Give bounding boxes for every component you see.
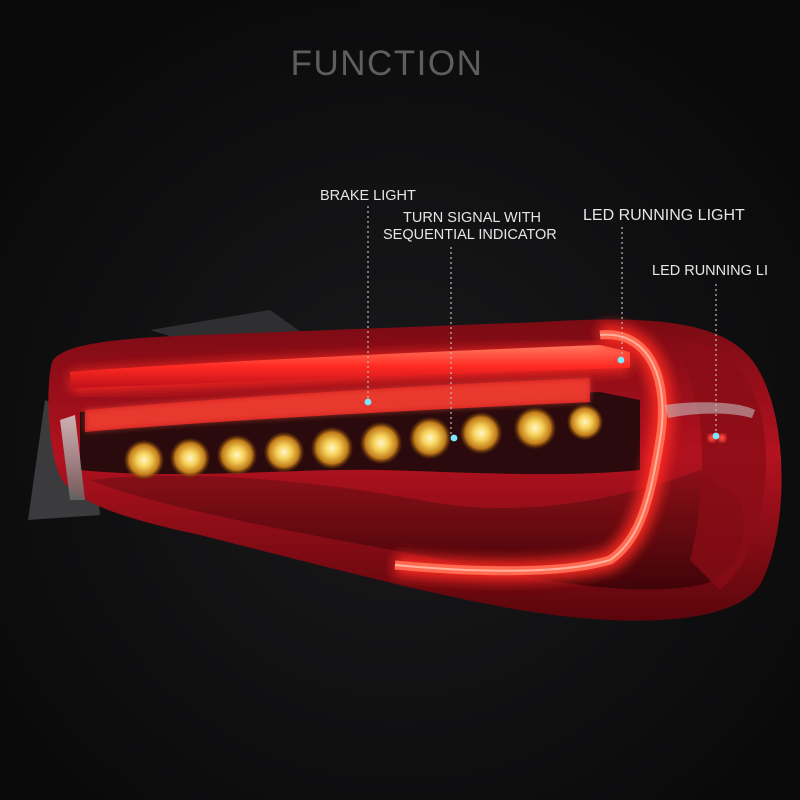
amber-led-row (124, 404, 603, 480)
turn-signal-label-line2: SEQUENTIAL INDICATOR (383, 227, 557, 243)
brake-light-label: BRAKE LIGHT (320, 188, 416, 204)
page-title: FUNCTION (290, 44, 484, 83)
led-running-light-label: LED RUNNING LIGHT (583, 207, 745, 224)
turn-signal-label-line1: TURN SIGNAL WITH (403, 210, 542, 226)
callout-markers (364, 356, 720, 442)
led-running-light-label-2: LED RUNNING LI (652, 263, 769, 279)
turn-signal-label: TURN SIGNAL WITH SEQUENTIAL INDICATOR (383, 210, 557, 244)
